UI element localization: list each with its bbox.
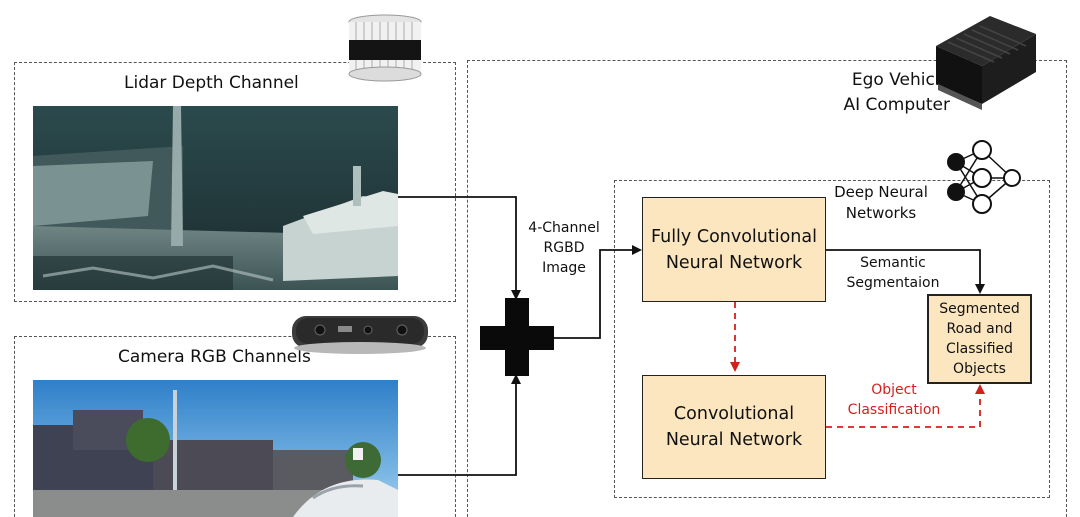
- ego-title: Ego Vehicle AI Computer: [790, 68, 950, 118]
- camera-rgb-image: [33, 380, 398, 517]
- semantic-label-line2: Segmentaion: [846, 275, 940, 291]
- output-node: Segmented Road and Classified Objects: [927, 294, 1032, 384]
- rgbd-label-line3: Image: [542, 260, 586, 276]
- deep-neural-networks-group: [614, 180, 1050, 498]
- rgbd-label: 4-Channel RGBD Image: [516, 218, 612, 278]
- depth-camera-icon: [290, 308, 432, 358]
- lidar-title: Lidar Depth Channel: [124, 73, 299, 93]
- cnn-node-line1: Convolutional: [673, 404, 795, 424]
- semantic-segmentation-arrow: [825, 249, 985, 294]
- object-classification-arrow: [826, 384, 985, 428]
- ego-computer-group: [467, 60, 1067, 517]
- output-node-line4: Objects: [953, 361, 1006, 377]
- object-label-line2: Classification: [847, 402, 941, 418]
- lidar-sensor-icon: [346, 12, 424, 84]
- fcn-node-line1: Fully Convolutional: [651, 226, 817, 247]
- dnn-title-line1: Deep Neural: [834, 183, 928, 201]
- dnn-title-line2: Networks: [845, 204, 917, 222]
- ego-title-line2: AI Computer: [843, 95, 950, 115]
- plus-combine-icon: [480, 298, 554, 376]
- camera-to-combine-arrow: [398, 374, 521, 476]
- lidar-depth-image: [33, 106, 398, 290]
- cnn-node-line2: Neural Network: [665, 430, 803, 450]
- ego-title-line1: Ego Vehicle: [851, 70, 950, 90]
- lidar-to-combine-arrow: [398, 196, 521, 300]
- cnn-node: Convolutional Neural Network: [642, 375, 826, 479]
- fcn-node: Fully Convolutional Neural Network: [642, 197, 826, 302]
- rgbd-label-line1: 4-Channel: [528, 220, 600, 236]
- object-classification-label: Object Classification: [836, 380, 952, 420]
- semantic-segmentation-label: Semantic Segmentaion: [838, 253, 948, 293]
- neural-network-icon: [944, 140, 1024, 216]
- combine-to-fcn-arrow: [552, 245, 642, 339]
- camera-title: Camera RGB Channels: [118, 347, 311, 367]
- object-label-line1: Object: [871, 382, 917, 398]
- camera-group: [14, 336, 456, 517]
- output-node-line3: Classified: [945, 341, 1014, 357]
- ai-computer-icon: [928, 4, 1040, 114]
- semantic-label-line1: Semantic: [860, 255, 926, 271]
- output-node-line1: Segmented: [939, 301, 1020, 317]
- dnn-title: Deep Neural Networks: [826, 182, 936, 224]
- rgbd-label-line2: RGBD: [543, 240, 585, 256]
- output-node-line2: Road and: [946, 321, 1013, 337]
- fcn-node-line2: Neural Network: [665, 252, 803, 273]
- camera-rgb-graphic: [33, 380, 398, 517]
- lidar-depth-graphic: [33, 106, 398, 290]
- lidar-group: [14, 62, 456, 302]
